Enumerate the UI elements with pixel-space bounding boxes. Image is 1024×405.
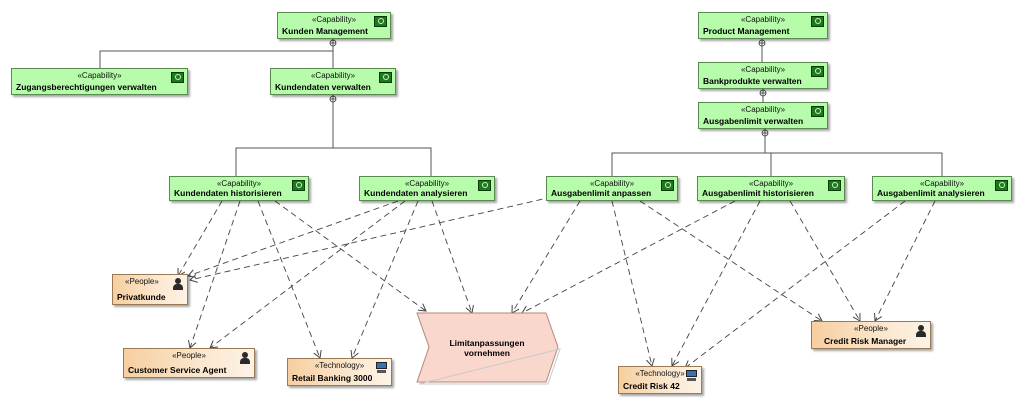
stereotype-label: «Technology» [635,369,685,378]
capability-icon [171,72,184,83]
capability-ausgabenlimit-historisieren[interactable]: «Capability» Ausgabenlimit historisieren [697,176,845,201]
computer-icon [376,362,387,373]
composition-markers [329,39,769,137]
stereotype-label: «People» [125,277,159,286]
people-customer-service-agent[interactable]: «People» Customer Service Agent [123,348,255,378]
stereotype-label: «People» [854,324,888,333]
capability-name: Bankprodukte verwalten [703,76,802,86]
capability-name: Kunden Management [282,26,368,36]
stereotype-label: «Capability» [919,179,965,188]
person-icon [916,325,926,337]
capability-name: Ausgabenlimit anpassen [551,188,652,198]
capability-name: Ausgabenlimit historisieren [702,188,814,198]
capability-icon [379,72,392,83]
capability-icon [811,16,824,27]
stereotype-label: «Technology» [314,361,365,370]
capability-zugangsberechtigungen-verwalten[interactable]: «Capability» Zugangsberechtigungen verwa… [11,68,188,95]
capability-icon [995,180,1008,191]
capability-icon [661,180,674,191]
people-name: Customer Service Agent [128,365,227,375]
capability-ausgabenlimit-verwalten[interactable]: «Capability» Ausgabenlimit verwalten [698,102,828,129]
people-name: Privatkunde [117,292,166,302]
capability-kunden-management[interactable]: «Capability» Kunden Management [277,12,391,39]
capability-bankprodukte-verwalten[interactable]: «Capability» Bankprodukte verwalten [698,62,828,89]
computer-icon [686,370,697,381]
capability-name: Product Management [703,26,790,36]
stereotype-label: «Capability» [748,179,794,188]
stereotype-label: «Capability» [404,179,450,188]
person-icon [173,278,183,290]
dependency-lines [177,196,936,369]
people-name: Credit Risk Manager [824,336,907,346]
people-credit-risk-manager[interactable]: «People» Credit Risk Manager [811,321,931,349]
capability-name: Zugangsberechtigungen verwalten [16,82,157,92]
process-name: Limitanpassungen vornehmen [449,338,525,358]
capability-name: Ausgabenlimit verwalten [703,116,804,126]
technology-name: Credit Risk 42 [623,381,680,391]
capability-name: Kundendaten historisieren [174,188,282,198]
people-privatkunde[interactable]: «People» Privatkunde [112,274,188,305]
person-icon [240,352,250,364]
stereotype-label: «Capability» [589,179,635,188]
capability-icon [811,106,824,117]
technology-name: Retail Banking 3000 [292,373,373,383]
stereotype-label: «Capability» [740,105,786,114]
capability-ausgabenlimit-analysieren[interactable]: «Capability» Ausgabenlimit analysieren [872,176,1012,201]
stereotype-label: «Capability» [77,71,122,80]
capability-icon [292,180,305,191]
capability-icon [478,180,491,191]
technology-credit-risk-42[interactable]: «Technology» Credit Risk 42 [618,366,702,394]
stereotype-label: «Capability» [216,179,262,188]
capability-ausgabenlimit-anpassen[interactable]: «Capability» Ausgabenlimit anpassen [546,176,678,201]
stereotype-label: «Capability» [310,71,356,80]
capability-icon [811,66,824,77]
capability-name: Ausgabenlimit analysieren [877,188,985,198]
stereotype-label: «Capability» [740,15,786,24]
capability-product-management[interactable]: «Capability» Product Management [698,12,828,39]
capability-icon [374,16,387,27]
process-chevron[interactable] [416,312,559,383]
capability-name: Kundendaten analysieren [364,188,468,198]
technology-retail-banking-3000[interactable]: «Technology» Retail Banking 3000 [287,358,392,386]
stereotype-label: «Capability» [740,65,786,74]
stereotype-label: «People» [172,351,206,360]
capability-icon [828,180,841,191]
capability-name: Kundendaten verwalten [275,82,371,92]
capability-kundendaten-historisieren[interactable]: «Capability» Kundendaten historisieren [169,176,309,201]
capability-kundendaten-analysieren[interactable]: «Capability» Kundendaten analysieren [359,176,495,201]
capability-kundendaten-verwalten[interactable]: «Capability» Kundendaten verwalten [270,68,396,95]
stereotype-label: «Capability» [311,15,357,24]
